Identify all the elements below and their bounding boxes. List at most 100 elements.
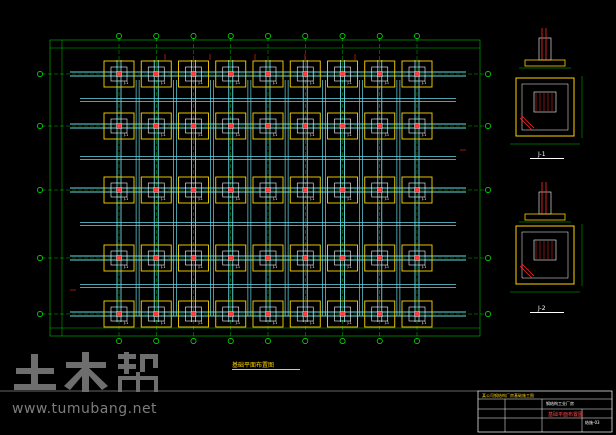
footing-pedestal (147, 66, 165, 82)
column-section (116, 71, 122, 77)
footing-outline (401, 60, 433, 88)
footing-pedestal (222, 118, 240, 134)
axis-bubble-right (485, 311, 491, 317)
watermark-url[interactable]: www.tumubang.net (12, 401, 158, 417)
elevation-pedestal (538, 37, 552, 61)
footing-tag: J-1 (235, 265, 240, 269)
axis-bubble-left (37, 123, 43, 129)
column-section (265, 255, 271, 261)
footing-outline (289, 176, 321, 204)
column-section (302, 123, 308, 129)
title-block-project: 钢结构工业厂房 (546, 401, 574, 406)
footing-outline (140, 244, 172, 272)
footing-outline (103, 176, 135, 204)
footing-outline (178, 244, 209, 272)
footing-outline (103, 244, 135, 272)
detail-rebar-hatch (519, 265, 533, 279)
footing-pedestal (259, 250, 277, 266)
footing-tag: J-1 (160, 197, 165, 201)
axis-bubble-bottom (376, 338, 383, 344)
column-section (190, 123, 197, 129)
detail-inner (521, 83, 569, 131)
column-section (228, 123, 234, 129)
footing-tag: J-1 (272, 197, 277, 201)
footing-outline (215, 112, 247, 140)
axis-bubble-top (414, 33, 420, 39)
column-section (377, 187, 383, 193)
axis-bubble-left (37, 71, 43, 77)
axis-bubble-left (37, 187, 43, 193)
footing-pedestal (259, 306, 277, 322)
column-section (116, 187, 122, 193)
column-section (116, 311, 122, 317)
axis-bubble-top (265, 33, 271, 39)
footing-pedestal (408, 66, 426, 82)
axis-bubble-left (37, 311, 43, 317)
section-2-plan (510, 224, 583, 293)
footing-pedestal (408, 118, 426, 134)
footing-tag: J-1 (160, 265, 165, 269)
footing-tag: J-1 (421, 197, 426, 201)
footing-tag: J-1 (421, 265, 426, 269)
footing-tag: J-1 (384, 133, 389, 137)
footing-outline (401, 244, 433, 272)
detail-inner (521, 231, 569, 279)
column-section (153, 255, 159, 261)
title-block-frame (477, 390, 613, 433)
footing-outline (140, 60, 172, 88)
column-section (414, 311, 420, 317)
footing-pedestal (110, 118, 128, 134)
footing-outline (327, 300, 358, 328)
footing-outline (401, 176, 433, 204)
footing-pedestal (185, 306, 202, 322)
column-section (228, 311, 234, 317)
footing-tag: J-1 (123, 81, 128, 85)
footing-outline (178, 300, 209, 328)
elevation-footing (524, 213, 566, 221)
watermark-logo (14, 352, 158, 392)
footing-outline (103, 60, 135, 88)
column-section (190, 255, 197, 261)
footing-pedestal (259, 118, 277, 134)
footing-pedestal (371, 182, 389, 198)
footing-outline (289, 300, 321, 328)
detail-pedestal (533, 91, 557, 113)
footing-pedestal (408, 250, 426, 266)
footing-tag: J-1 (421, 133, 426, 137)
footing-tag: J-1 (160, 321, 165, 325)
footing-outline (364, 112, 396, 140)
detail-footing-outline (515, 77, 575, 137)
footing-tag: J-1 (309, 265, 314, 269)
footing-pedestal (334, 182, 351, 198)
column-section (153, 71, 159, 77)
title-block-drawing-name: 基础平面布置图 (548, 412, 584, 418)
footing-tag: J-1 (272, 81, 277, 85)
footing-pedestal (296, 182, 314, 198)
axis-bubble-bottom (265, 338, 271, 344)
footing-outline (178, 60, 209, 88)
footing-outline (401, 112, 433, 140)
footing-tag: J-1 (347, 197, 352, 201)
footing-outline (252, 300, 284, 328)
axis-bubble-bottom (302, 338, 309, 344)
footing-tag: J-1 (235, 197, 240, 201)
footing-tag: J-1 (384, 81, 389, 85)
dimension-frame (49, 39, 481, 337)
footing-pedestal (222, 66, 240, 82)
footing-outline (289, 60, 321, 88)
column-section (265, 71, 271, 77)
column-section (228, 71, 234, 77)
footing-outline (252, 244, 284, 272)
footing-pedestal (185, 182, 202, 198)
axis-bubble-top (302, 33, 309, 39)
detail-footing-outline (515, 225, 575, 285)
detail-pedestal (533, 239, 557, 261)
footing-tag: J-1 (198, 321, 203, 325)
column-section (265, 187, 271, 193)
footing-tag: J-1 (272, 265, 277, 269)
footing-outline (140, 176, 172, 204)
footing-pedestal (185, 250, 202, 266)
footing-outline (215, 244, 247, 272)
footing-pedestal (371, 66, 389, 82)
